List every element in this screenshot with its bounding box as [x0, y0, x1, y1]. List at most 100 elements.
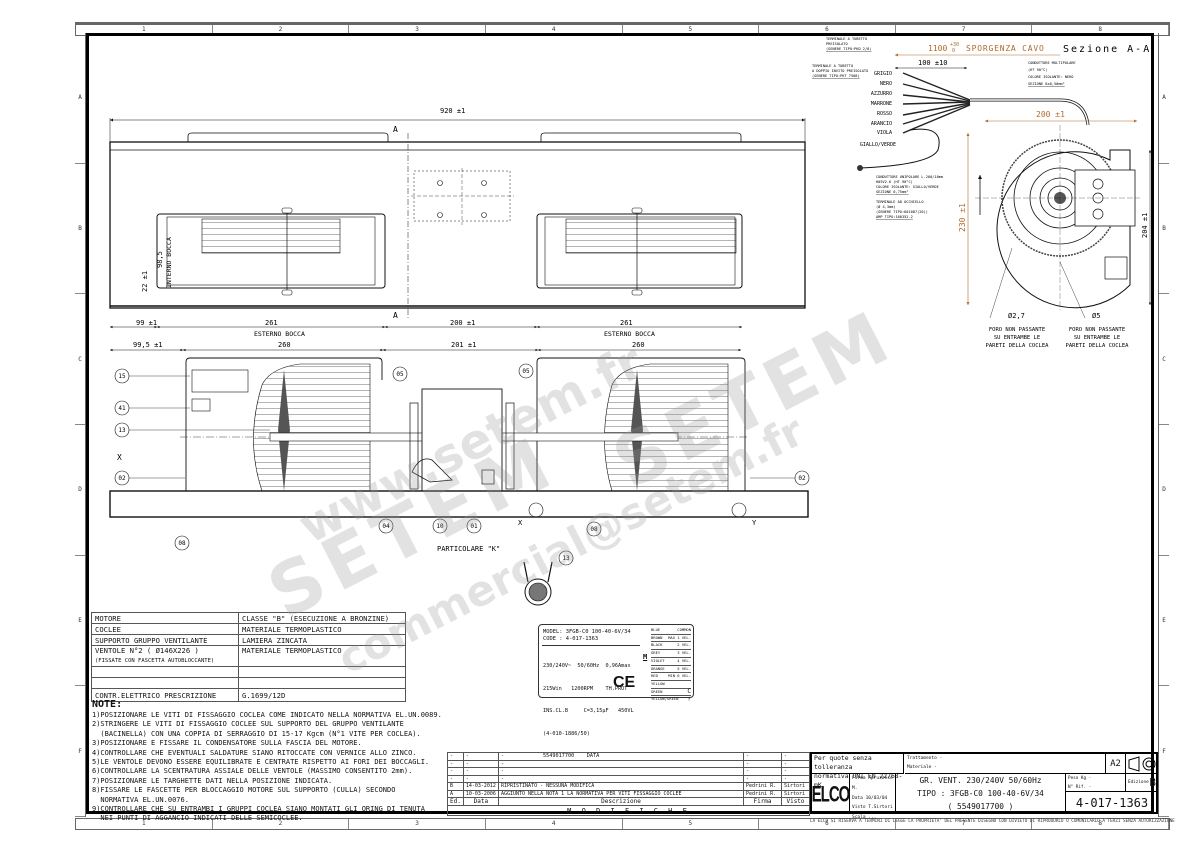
- mod-date: 10-03-2006: [462, 789, 499, 798]
- wire-row: YELLOW/GREEN⏚: [651, 696, 691, 703]
- dim-overall-width: 920 ±1: [440, 107, 465, 115]
- label-cable: SPORGENZA CAVO: [966, 44, 1045, 53]
- dim-bottom-left-mouth: 260: [278, 341, 291, 349]
- dim-bottom-right-mouth: 260: [632, 341, 645, 349]
- spec-row: [91, 666, 406, 678]
- mod-date: 14-03-2012: [462, 782, 499, 791]
- dim-housing-height: 230 ±1: [958, 203, 967, 232]
- detail-k-label: PARTICOLARE "K": [437, 545, 500, 553]
- dim-bottom-left-offset: 99,5 ±1: [133, 341, 163, 349]
- mod-sign: -: [743, 759, 782, 768]
- section-title: Sezione A-A: [1063, 44, 1151, 55]
- wire-color: BLUE: [651, 627, 661, 632]
- callout-13: 13: [118, 427, 126, 434]
- hole-note: SU ENTRAMBE LE: [1074, 335, 1120, 341]
- scale-value: ...: [868, 815, 877, 821]
- marker-y: Y: [752, 519, 757, 527]
- drawing-title-line3: ( 5549017700 ): [947, 802, 1014, 811]
- ruler-col: 4: [486, 819, 623, 829]
- seen-label: Visto: [852, 805, 866, 811]
- mod-desc: AGGIUNTO NELLA NOTA 1 LA NORMATIVA PER V…: [497, 789, 745, 798]
- section-view: Sezione A-A 1100 +30 0 SPORGENZA CAVO 10…: [812, 37, 1152, 349]
- note-line: (GENERE TIPO:PKT 7508): [812, 74, 860, 78]
- elco-logo: ELCO: [812, 774, 850, 814]
- treatment-label: Trattamento: [907, 756, 937, 761]
- note-line: CONDUTTORE UNIPOLARE L.200/10mm: [876, 175, 943, 179]
- spec-value: [238, 666, 406, 678]
- wire-fn: 5 VEL.: [677, 665, 691, 671]
- note-line: SEZIONE 0,75mm²: [876, 190, 908, 194]
- treatment-value: -: [939, 756, 943, 761]
- note-line: AMP TIPO:160352-2: [876, 215, 913, 219]
- ruler-row: E: [75, 556, 85, 687]
- ruler-row: D: [1159, 425, 1169, 556]
- wire-color: GREEN: [651, 688, 663, 694]
- wire-row: YELLOW: [651, 681, 691, 689]
- dim-bottom-center-gap: 201 ±1: [451, 341, 476, 349]
- spec-value: MATERIALE TERMOPLASTICO: [238, 645, 406, 667]
- mod-head-ed: Ed.: [447, 797, 464, 806]
- mod-desc: -: [497, 752, 745, 761]
- note-line: CONDUTTORE MULTIPOLARE: [1028, 61, 1076, 65]
- callouts: 15 41 13 02 05 05 04 10 01 08 08 02: [114, 363, 810, 551]
- wire-fn: MIN 6 VEL.: [668, 673, 691, 679]
- note-line: PREISOLATO: [826, 42, 848, 46]
- label-mouth-right: ESTERNO BOCCA: [604, 330, 655, 338]
- wire-label: ARANCIO: [871, 121, 892, 127]
- mod-head-seen: Visto: [781, 797, 810, 806]
- mod-head-sign: Firma: [743, 797, 782, 806]
- ruler-col: 2: [213, 25, 350, 35]
- mod-ed: A: [447, 789, 464, 798]
- spec-row: [91, 677, 406, 689]
- ruler-col: 7: [896, 25, 1033, 35]
- callout-41: 41: [118, 405, 126, 412]
- wire-fn: 4 VEL.: [677, 657, 691, 663]
- date-value: 10/03/04: [865, 795, 888, 801]
- dim-mouth-right: 261: [620, 319, 633, 327]
- mod-date: -: [462, 767, 499, 776]
- ruler-col: 8: [1032, 25, 1169, 35]
- wire-label-ground: GIALLO/VERDE: [860, 142, 896, 148]
- wire-row: BLUE COMMON: [651, 627, 691, 635]
- mod-date: -: [462, 759, 499, 768]
- mod-row: -----: [447, 774, 810, 783]
- dim-mouth-left: 261: [265, 319, 278, 327]
- mod-seen: -: [781, 752, 810, 761]
- drawing-title-line2: TIPO : 3FGB-C0 100-40-6V/34: [917, 789, 1044, 798]
- section-marker-top: A: [393, 125, 398, 134]
- wire-fn: MAX 1 VEL.: [668, 634, 691, 640]
- ruler-col: 8: [1032, 819, 1169, 829]
- edition-value: B: [1149, 776, 1156, 789]
- mod-ed: -: [447, 759, 464, 768]
- note-line: TERMINALE AD OCCHIELLO: [876, 200, 924, 204]
- label-line1: 230/240V~ 50/60Hz 0,96Amax: [543, 663, 631, 669]
- wire-color: ORANGE: [651, 665, 665, 671]
- spec-value: [238, 677, 406, 689]
- mod-row: -----: [447, 767, 810, 776]
- dim-left-offset: 99 ±1: [136, 319, 157, 327]
- spec-item: MOTORE: [91, 612, 239, 624]
- mod-row: -----: [447, 759, 810, 768]
- label-mouth-left: ESTERNO BOCCA: [254, 330, 305, 338]
- hole-note: SU ENTRAMBE LE: [994, 335, 1040, 341]
- wire-fn: COMMON: [677, 627, 691, 632]
- spec-item: VENTOLE N°2 ( Ø146X226 )(FISSATE CON FAS…: [91, 645, 239, 667]
- mod-sign: Pedrini R.: [743, 782, 782, 791]
- wire-color: GREY: [651, 650, 661, 656]
- wire-color: YELLOW/GREEN: [651, 696, 679, 702]
- note-line: TERMINALE A TUBETTO: [812, 64, 853, 68]
- ruler-col: 2: [213, 819, 350, 829]
- ruler-row: C: [75, 294, 85, 426]
- callout-05-left: 05: [396, 371, 404, 378]
- ruler-row: F: [1159, 686, 1169, 818]
- spec-item: [91, 677, 239, 689]
- mod-seen: -: [781, 767, 810, 776]
- motor-symbol-icon: M: [643, 653, 648, 661]
- bottom-view: 99,5 ±1 260 201 ±1 260 X X Y: [109, 341, 809, 527]
- weight-label: Peso Kg: [1068, 776, 1087, 781]
